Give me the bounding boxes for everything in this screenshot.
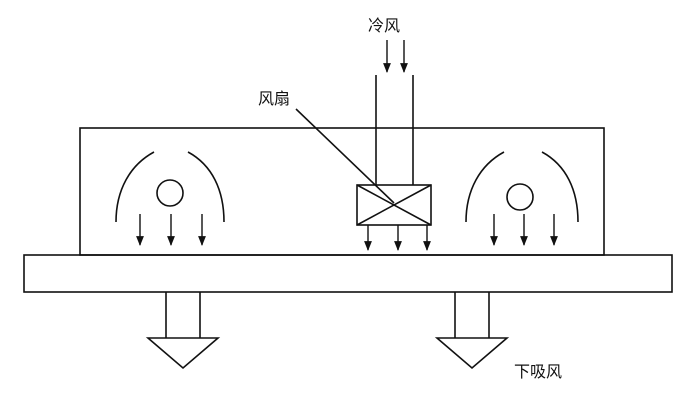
fan-box	[356, 184, 432, 226]
upper-housing	[79, 127, 605, 256]
left-reflector-left-arc	[115, 151, 155, 223]
fan-cross-2	[356, 184, 432, 226]
right-reflector-right-arc	[541, 151, 579, 223]
left-lamp-unit	[115, 151, 225, 223]
base-plate	[23, 254, 673, 293]
left-outlet	[145, 292, 221, 370]
right-lamp-unit	[465, 151, 579, 223]
left-reflector-right-arc	[187, 151, 225, 223]
fan-leader-line	[295, 108, 395, 204]
right-outlet	[434, 292, 510, 370]
fan-label: 风扇	[258, 89, 290, 108]
right-lamp-circle	[506, 183, 534, 211]
left-lamp-circle	[156, 179, 184, 207]
cold-air-label: 冷风	[368, 16, 400, 35]
fan	[356, 184, 432, 226]
downdraft-label: 下吸风	[514, 362, 562, 381]
right-reflector-left-arc	[465, 151, 505, 223]
